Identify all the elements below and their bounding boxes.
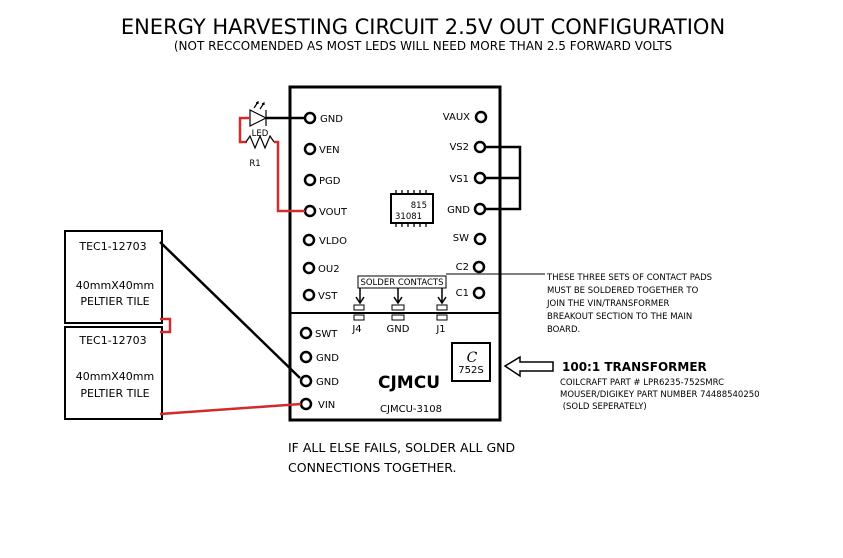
contact-pads-note: THESE THREE SETS OF CONTACT PADS MUST BE… bbox=[546, 273, 712, 335]
transformer-component: C 752S bbox=[451, 342, 491, 382]
peltier-vin-wire bbox=[159, 402, 302, 416]
pin-label: VST bbox=[318, 291, 338, 302]
transformer-mark-c: C bbox=[467, 350, 478, 366]
pin-label: C2 bbox=[456, 262, 469, 273]
note-line: BREAKOUT SECTION TO THE MAIN bbox=[547, 312, 692, 322]
diagram-title: ENERGY HARVESTING CIRCUIT 2.5V OUT CONFI… bbox=[121, 15, 725, 39]
contact-label-gnd: GND bbox=[387, 324, 410, 335]
led-symbol bbox=[249, 101, 268, 127]
right-pin-sw: SW bbox=[453, 232, 487, 246]
transformer-info-line: MOUSER/DIGIKEY PART NUMBER 74488540250 bbox=[560, 390, 760, 400]
transformer-mark-752s: 752S bbox=[458, 365, 483, 376]
footer-line-2: CONNECTIONS TOGETHER. bbox=[288, 460, 457, 475]
transformer-title: 100:1 TRANSFORMER bbox=[562, 360, 707, 374]
solder-contacts-label: SOLDER CONTACTS bbox=[360, 278, 443, 288]
pin-label: VEN bbox=[319, 145, 340, 156]
lower-pin-swt: SWT bbox=[299, 326, 338, 340]
right-pin-c2: C2 bbox=[456, 260, 486, 274]
ic-chip: 815 31081 bbox=[390, 190, 434, 227]
peltier-gnd-wire bbox=[159, 241, 301, 379]
chip-marking-1: 815 bbox=[411, 201, 427, 211]
left-pin-ven: VEN bbox=[303, 142, 340, 156]
board-outline bbox=[288, 85, 502, 422]
note-line: THESE THREE SETS OF CONTACT PADS bbox=[546, 273, 712, 283]
right-pin-vaux: VAUX bbox=[443, 110, 488, 124]
pin-label: OU2 bbox=[318, 264, 340, 275]
transformer-pointer-arrow bbox=[503, 355, 554, 378]
note-line: JOIN THE VIN/TRANSFORMER bbox=[546, 299, 669, 309]
pin-label: GND bbox=[320, 114, 343, 125]
pin-label: VOUT bbox=[319, 207, 348, 218]
right-pin-vs2: VS2 bbox=[449, 140, 487, 154]
right-pin-vs1: VS1 bbox=[449, 171, 487, 185]
contact-label-j4: J4 bbox=[351, 324, 361, 335]
pin-label: VLDO bbox=[319, 236, 347, 247]
note-line: BOARD. bbox=[547, 325, 580, 335]
left-pin-gnd: GND bbox=[303, 111, 343, 125]
contact-label-j1: J1 bbox=[435, 324, 445, 335]
peltier-2-model: TEC1-12703 bbox=[78, 334, 146, 347]
pin-label: VIN bbox=[318, 400, 335, 411]
led-resistor-wire bbox=[238, 116, 250, 144]
lower-pin-gnd-2: GND bbox=[299, 374, 339, 388]
pin-label: GND bbox=[447, 205, 470, 216]
peltier-tile-1 bbox=[64, 230, 163, 324]
transformer-info-line: COILCRAFT PART # LPR6235-752SMRC bbox=[560, 378, 724, 388]
right-pin-gnd: GND bbox=[447, 202, 487, 216]
led-label: LED bbox=[252, 129, 269, 139]
left-pin-ou2: OU2 bbox=[302, 261, 340, 275]
peltier-1-type: PELTIER TILE bbox=[80, 295, 149, 308]
pin-label: VAUX bbox=[443, 112, 470, 123]
peltier-1-model: TEC1-12703 bbox=[78, 240, 146, 253]
resistor-vout-wire bbox=[274, 140, 305, 213]
pin-label: GND bbox=[316, 377, 339, 388]
peltier-1-size: 40mmX40mm bbox=[76, 279, 154, 292]
diagram-subtitle: (NOT RECCOMENDED AS MOST LEDS WILL NEED … bbox=[174, 39, 672, 53]
pin-label: SW bbox=[453, 233, 469, 244]
peltier-2-type: PELTIER TILE bbox=[80, 387, 149, 400]
peltier-2-size: 40mmX40mm bbox=[76, 370, 154, 383]
lower-pin-gnd-1: GND bbox=[299, 350, 339, 364]
resistor-symbol bbox=[245, 134, 275, 150]
vs-gnd-bridge-wire bbox=[485, 145, 522, 211]
left-pin-pgd: PGD bbox=[303, 173, 341, 187]
peltier-series-wire bbox=[160, 317, 172, 334]
left-pin-vout: VOUT bbox=[303, 204, 348, 218]
solder-pads bbox=[353, 304, 448, 321]
pin-label: PGD bbox=[319, 176, 341, 187]
left-pin-vst: VST bbox=[302, 288, 338, 302]
lower-pin-vin: VIN bbox=[299, 397, 335, 411]
left-pin-vldo: VLDO bbox=[302, 233, 347, 247]
chip-marking-2: 31081 bbox=[395, 212, 422, 222]
pin-label: VS1 bbox=[449, 174, 469, 185]
right-pin-c1: C1 bbox=[456, 286, 486, 300]
pin-label: VS2 bbox=[449, 142, 469, 153]
solder-contact-arrows bbox=[355, 288, 447, 305]
solder-contacts-label-box bbox=[357, 275, 447, 289]
resistor-label: R1 bbox=[249, 159, 260, 169]
peltier-tile-2 bbox=[64, 326, 163, 420]
pin-label: SWT bbox=[315, 329, 338, 340]
footer-line-1: IF ALL ELSE FAILS, SOLDER ALL GND bbox=[288, 440, 515, 455]
transformer-info-line: (SOLD SEPERATELY) bbox=[560, 402, 647, 412]
board-model: CJMCU-3108 bbox=[380, 404, 442, 415]
pin-label: GND bbox=[316, 353, 339, 364]
board-brand: CJMCU bbox=[378, 373, 440, 393]
note-line: MUST BE SOLDERED TOGETHER TO bbox=[547, 286, 699, 296]
pin-label: C1 bbox=[456, 288, 469, 299]
